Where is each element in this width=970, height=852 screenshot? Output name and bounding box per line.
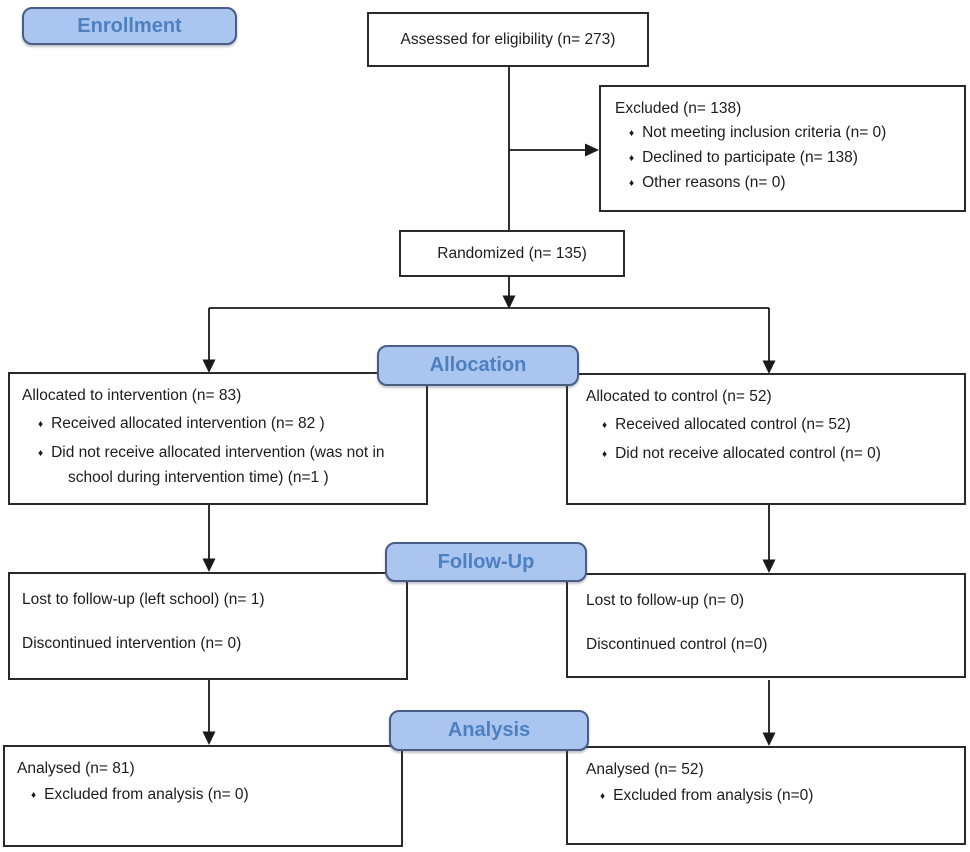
bullet-text: Declined to participate (n= 138) xyxy=(642,149,858,166)
bullet-text: Received allocated intervention (n= 82 ) xyxy=(51,415,325,432)
excluded-bullet: ♦ Other reasons (n= 0) xyxy=(615,171,956,196)
alloc-intervention-title: Allocated to intervention (n= 83) xyxy=(22,387,242,404)
analysis-intervention-title: Analysed (n= 81) xyxy=(17,760,135,777)
box-followup-control: Lost to follow-up (n= 0) Discontinued co… xyxy=(566,573,966,678)
followup-control-line: Lost to follow-up (n= 0) xyxy=(586,592,745,609)
assessed-text: Assessed for eligibility (n= 273) xyxy=(400,30,616,48)
bullet-text: Did not receive allocated control (n= 0) xyxy=(615,445,881,462)
alloc-control-bullet: ♦ Did not receive allocated control (n= 0… xyxy=(586,442,956,467)
arrowheads xyxy=(202,143,776,746)
randomized-text: Randomized (n= 135) xyxy=(437,244,587,262)
bullet-text: Excluded from analysis (n= 0) xyxy=(44,786,249,803)
bullet-text: Other reasons (n= 0) xyxy=(642,174,786,191)
diamond-bullet-icon: ♦ xyxy=(629,128,635,139)
box-allocated-intervention: Allocated to intervention (n= 83) ♦ Recei… xyxy=(8,372,428,505)
bullet-text: Not meeting inclusion criteria (n= 0) xyxy=(642,124,887,141)
excluded-title: Excluded (n= 138) xyxy=(615,100,742,117)
box-analysed-control: Analysed (n= 52) ♦ Excluded from analysis… xyxy=(566,746,966,845)
box-allocated-control: Allocated to control (n= 52) ♦ Received a… xyxy=(566,373,966,505)
excluded-bullet: ♦ Not meeting inclusion criteria (n= 0) xyxy=(615,121,956,146)
diamond-bullet-icon: ♦ xyxy=(602,420,608,431)
diamond-bullet-icon: ♦ xyxy=(629,178,635,189)
diamond-bullet-icon: ♦ xyxy=(38,448,44,459)
box-analysed-intervention: Analysed (n= 81) ♦ Excluded from analysis… xyxy=(3,745,403,847)
diamond-bullet-icon: ♦ xyxy=(600,791,606,802)
stage-label-allocation: Allocation xyxy=(377,345,579,386)
analysis-intervention-bullet: ♦ Excluded from analysis (n= 0) xyxy=(17,783,393,808)
box-randomized: Randomized (n= 135) xyxy=(399,230,625,277)
alloc-control-title: Allocated to control (n= 52) xyxy=(586,388,772,405)
alloc-control-bullet: ♦ Received allocated control (n= 52) xyxy=(586,413,956,438)
analysis-control-bullet: ♦ Excluded from analysis (n=0) xyxy=(586,784,956,809)
diamond-bullet-icon: ♦ xyxy=(38,419,44,430)
alloc-intervention-bullet: ♦ Received allocated intervention (n= 82 … xyxy=(22,412,418,437)
stage-label-enrollment: Enrollment xyxy=(22,7,237,45)
stage-label-analysis: Analysis xyxy=(389,710,589,751)
alloc-intervention-bullet: ♦ Did not receive allocated intervention … xyxy=(22,441,418,490)
box-assessed-for-eligibility: Assessed for eligibility (n= 273) xyxy=(367,12,649,67)
excluded-bullet: ♦ Declined to participate (n= 138) xyxy=(615,146,956,171)
followup-intervention-line: Lost to follow-up (left school) (n= 1) xyxy=(22,591,265,608)
bullet-text: Received allocated control (n= 52) xyxy=(615,416,851,433)
followup-intervention-line: Discontinued intervention (n= 0) xyxy=(22,635,242,652)
box-followup-intervention: Lost to follow-up (left school) (n= 1) D… xyxy=(8,572,408,680)
followup-control-line: Discontinued control (n=0) xyxy=(586,636,768,653)
diamond-bullet-icon: ♦ xyxy=(31,790,37,801)
bullet-text: Excluded from analysis (n=0) xyxy=(613,787,814,804)
diamond-bullet-icon: ♦ xyxy=(629,153,635,164)
bullet-text: Did not receive allocated intervention (… xyxy=(51,444,385,486)
box-excluded: Excluded (n= 138) ♦ Not meeting inclusion… xyxy=(599,85,966,212)
diamond-bullet-icon: ♦ xyxy=(602,449,608,460)
analysis-control-title: Analysed (n= 52) xyxy=(586,761,704,778)
stage-label-followup: Follow-Up xyxy=(385,542,587,582)
